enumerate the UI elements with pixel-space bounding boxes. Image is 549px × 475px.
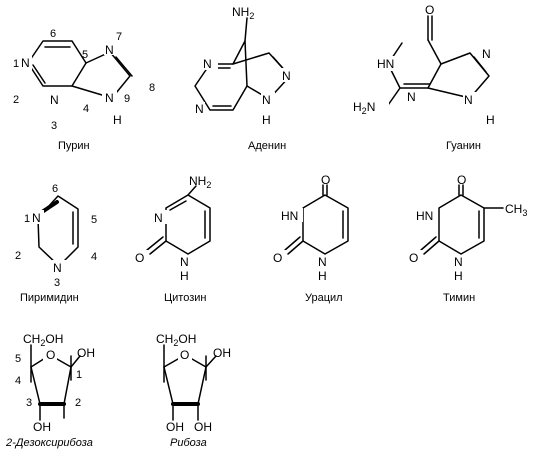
ribose-ch2oh: CH2OH: [156, 332, 196, 348]
pyrimidine-num-1: 1: [24, 213, 30, 225]
guanine-h2n: H2N: [353, 100, 375, 116]
adenine-name: Аденин: [248, 140, 286, 152]
pyrimidine-num-3: 3: [54, 277, 60, 289]
adenine-n7: N: [282, 69, 291, 83]
cytosine-n1: N: [180, 255, 189, 269]
purine-num-6: 6: [50, 28, 56, 40]
thymine-h1: H: [454, 269, 463, 283]
deoxyribose-name: 2-Дезоксирибоза: [5, 437, 93, 449]
adenine-structure: NH2 N N N N H Аденин: [191, 5, 295, 152]
thymine-structure: O HN CH3 O N H Тимин: [408, 173, 527, 304]
cytosine-h1: H: [180, 269, 189, 283]
purine-num-1: 1: [13, 58, 19, 70]
thymine-o2: O: [409, 251, 418, 265]
pyrimidine-num-2: 2: [15, 250, 21, 262]
ribose-oh2: OH: [194, 420, 212, 434]
cytosine-o: O: [135, 251, 144, 265]
uracil-h1: H: [318, 269, 327, 283]
purine-n3: N: [50, 93, 59, 107]
purine-n9: N: [105, 91, 114, 105]
purine-num-5: 5: [82, 49, 88, 61]
thymine-n1: N: [454, 255, 463, 269]
adenine-n3: N: [195, 102, 204, 116]
adenine-h9: H: [262, 113, 271, 127]
thymine-name: Тимин: [443, 292, 475, 304]
pyrimidine-num-5: 5: [91, 214, 97, 226]
purine-num-8: 8: [149, 82, 155, 94]
deoxyribose-num-1: 1: [76, 369, 82, 381]
thymine-ch3: CH3: [505, 202, 527, 218]
deoxyribose-num-3: 3: [26, 397, 32, 409]
purine-structure: N N N N H 1 2 3 4 5 6 7 8 9 Пурин: [13, 28, 155, 152]
guanine-h9: H: [486, 113, 495, 127]
uracil-structure: O HN O N H Урацил: [272, 173, 349, 304]
guanine-o: O: [425, 3, 434, 17]
pyrimidine-num-4: 4: [91, 251, 97, 263]
thymine-hn3: HN: [416, 209, 433, 223]
deoxyribose-oh1: OH: [77, 346, 95, 360]
ribose-structure: CH2OH O OH OH OH Рибоза: [156, 332, 231, 449]
guanine-hn1: HN: [377, 57, 394, 71]
purine-num-9: 9: [124, 93, 130, 105]
uracil-name: Урацил: [305, 292, 343, 304]
pyrimidine-num-6: 6: [52, 183, 58, 195]
pyrimidine-name: Пиримидин: [20, 292, 79, 304]
deoxyribose-ring-o: O: [46, 348, 55, 362]
deoxyribose-oh3: OH: [33, 420, 51, 434]
adenine-n9: N: [262, 93, 271, 107]
ribose-oh1: OH: [213, 346, 231, 360]
uracil-hn3: HN: [281, 209, 298, 223]
purine-n7: N: [105, 43, 114, 57]
ribose-name: Рибоза: [170, 437, 207, 449]
pyrimidine-n3: N: [53, 261, 62, 275]
purine-num-7: 7: [116, 31, 122, 43]
thymine-o4: O: [457, 173, 466, 187]
purine-num-2: 2: [13, 94, 19, 106]
cytosine-structure: NH2 N O N H Цитозин: [134, 174, 211, 304]
purine-h9: H: [113, 113, 122, 127]
deoxyribose-structure: CH2OH O OH OH 1 2 3 4 5 2-Дезоксирибоза: [5, 332, 95, 449]
guanine-n3: N: [407, 90, 416, 104]
uracil-o4: O: [321, 173, 330, 187]
pyrimidine-n1: N: [32, 211, 41, 225]
deoxyribose-num-2: 2: [75, 397, 81, 409]
cytosine-name: Цитозин: [164, 292, 206, 304]
purine-n1: N: [21, 56, 30, 70]
deoxyribose-ch2oh: CH2OH: [23, 332, 63, 348]
purine-num-4: 4: [83, 103, 89, 115]
purine-num-3: 3: [51, 120, 57, 132]
cytosine-nh2: NH2: [189, 174, 211, 190]
guanine-n7: N: [482, 47, 491, 61]
guanine-n9: N: [464, 93, 473, 107]
pyrimidine-structure: N N 1 2 3 4 5 6 Пиримидин: [15, 183, 97, 304]
uracil-n1: N: [318, 255, 327, 269]
purine-name: Пурин: [58, 140, 90, 152]
uracil-o2: O: [273, 251, 282, 265]
adenine-n1: N: [203, 57, 212, 71]
deoxyribose-num-4: 4: [15, 375, 21, 387]
guanine-structure: O HN H2N N N N H Гуанин: [351, 3, 495, 152]
ribose-oh3: OH: [166, 420, 184, 434]
cytosine-n3: N: [154, 211, 163, 225]
guanine-name: Гуанин: [446, 140, 481, 152]
deoxyribose-num-5: 5: [15, 353, 21, 365]
ribose-ring-o: O: [180, 348, 189, 362]
adenine-nh2: NH2: [232, 5, 254, 21]
